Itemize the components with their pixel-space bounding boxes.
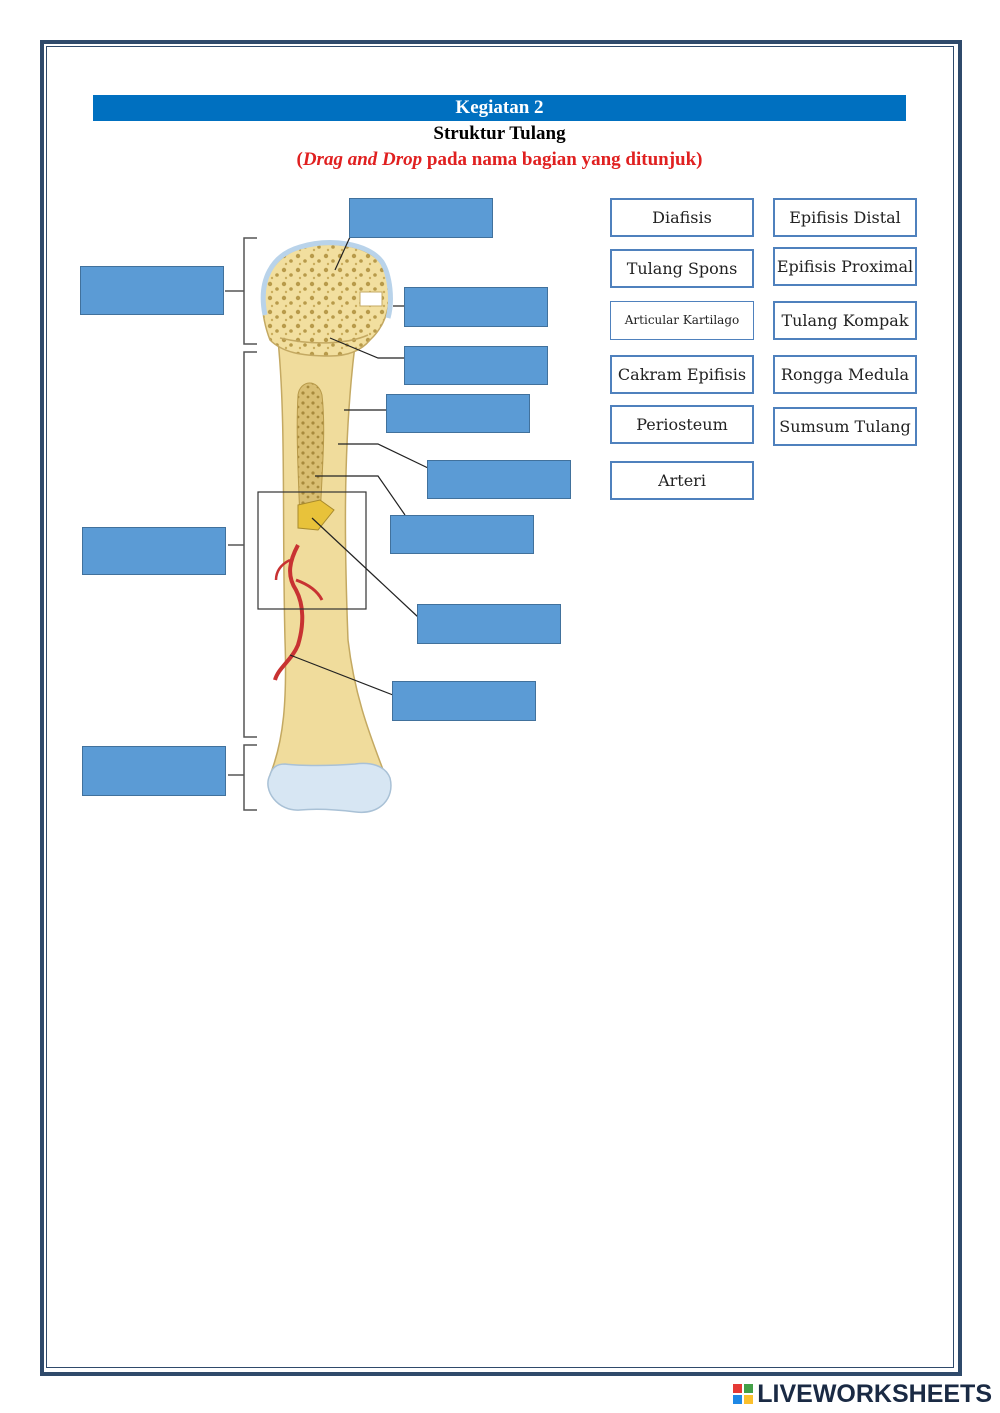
logo-cubes-icon	[733, 1384, 754, 1404]
option-articular-kartilago[interactable]: Articular Kartilago	[610, 301, 754, 340]
option-rongga-medula[interactable]: Rongga Medula	[773, 355, 917, 394]
option-tulang-spons[interactable]: Tulang Spons	[610, 249, 754, 288]
instruction-open-paren: (	[296, 149, 303, 170]
dropbox-marrow-target[interactable]	[390, 515, 534, 554]
option-epifisis-proximal[interactable]: Epifisis Proximal	[773, 247, 917, 286]
proximal-bracket	[225, 237, 257, 345]
brand-name: LIVEWORKSHEETS	[757, 1379, 992, 1408]
page-frame-inner	[46, 46, 954, 1368]
dropbox-spongy-target[interactable]	[404, 287, 548, 327]
detail-box	[257, 491, 367, 610]
option-diafisis[interactable]: Diafisis	[610, 198, 754, 237]
dropbox-compact-target[interactable]	[386, 394, 530, 433]
shaft-bracket	[228, 351, 257, 738]
distal-bracket	[228, 744, 257, 811]
option-sumsum-tulang[interactable]: Sumsum Tulang	[773, 407, 917, 446]
option-periosteum[interactable]: Periosteum	[610, 405, 754, 444]
dropbox-shaft-region[interactable]	[82, 527, 226, 575]
worksheet-instruction: (Drag and Drop pada nama bagian yang dit…	[93, 148, 906, 172]
option-epifisis-distal[interactable]: Epifisis Distal	[773, 198, 917, 237]
dropbox-medullary-target[interactable]	[427, 460, 571, 499]
dropbox-periosteum-target[interactable]	[417, 604, 561, 644]
page-frame-outer	[40, 40, 962, 1376]
dropbox-artery-target[interactable]	[392, 681, 536, 721]
dropbox-epiphyseal-line-target[interactable]	[404, 346, 548, 385]
bone-illustration	[260, 240, 393, 814]
option-arteri[interactable]: Arteri	[610, 461, 754, 500]
dropbox-articular-cartilage-target[interactable]	[349, 198, 493, 238]
option-tulang-kompak[interactable]: Tulang Kompak	[773, 301, 917, 340]
dropbox-proximal-region[interactable]	[80, 266, 224, 315]
instruction-italic: Drag and Drop	[302, 149, 423, 170]
leader-lines	[289, 236, 429, 696]
dropbox-distal-region[interactable]	[82, 746, 226, 796]
activity-header: Kegiatan 2	[93, 95, 906, 121]
worksheet-subtitle: Struktur Tulang	[433, 123, 566, 144]
option-cakram-epifisis[interactable]: Cakram Epifisis	[610, 355, 754, 394]
liveworksheets-logo: LIVEWORKSHEETS	[733, 1379, 992, 1409]
instruction-rest: pada nama bagian yang ditunjuk)	[422, 149, 703, 170]
